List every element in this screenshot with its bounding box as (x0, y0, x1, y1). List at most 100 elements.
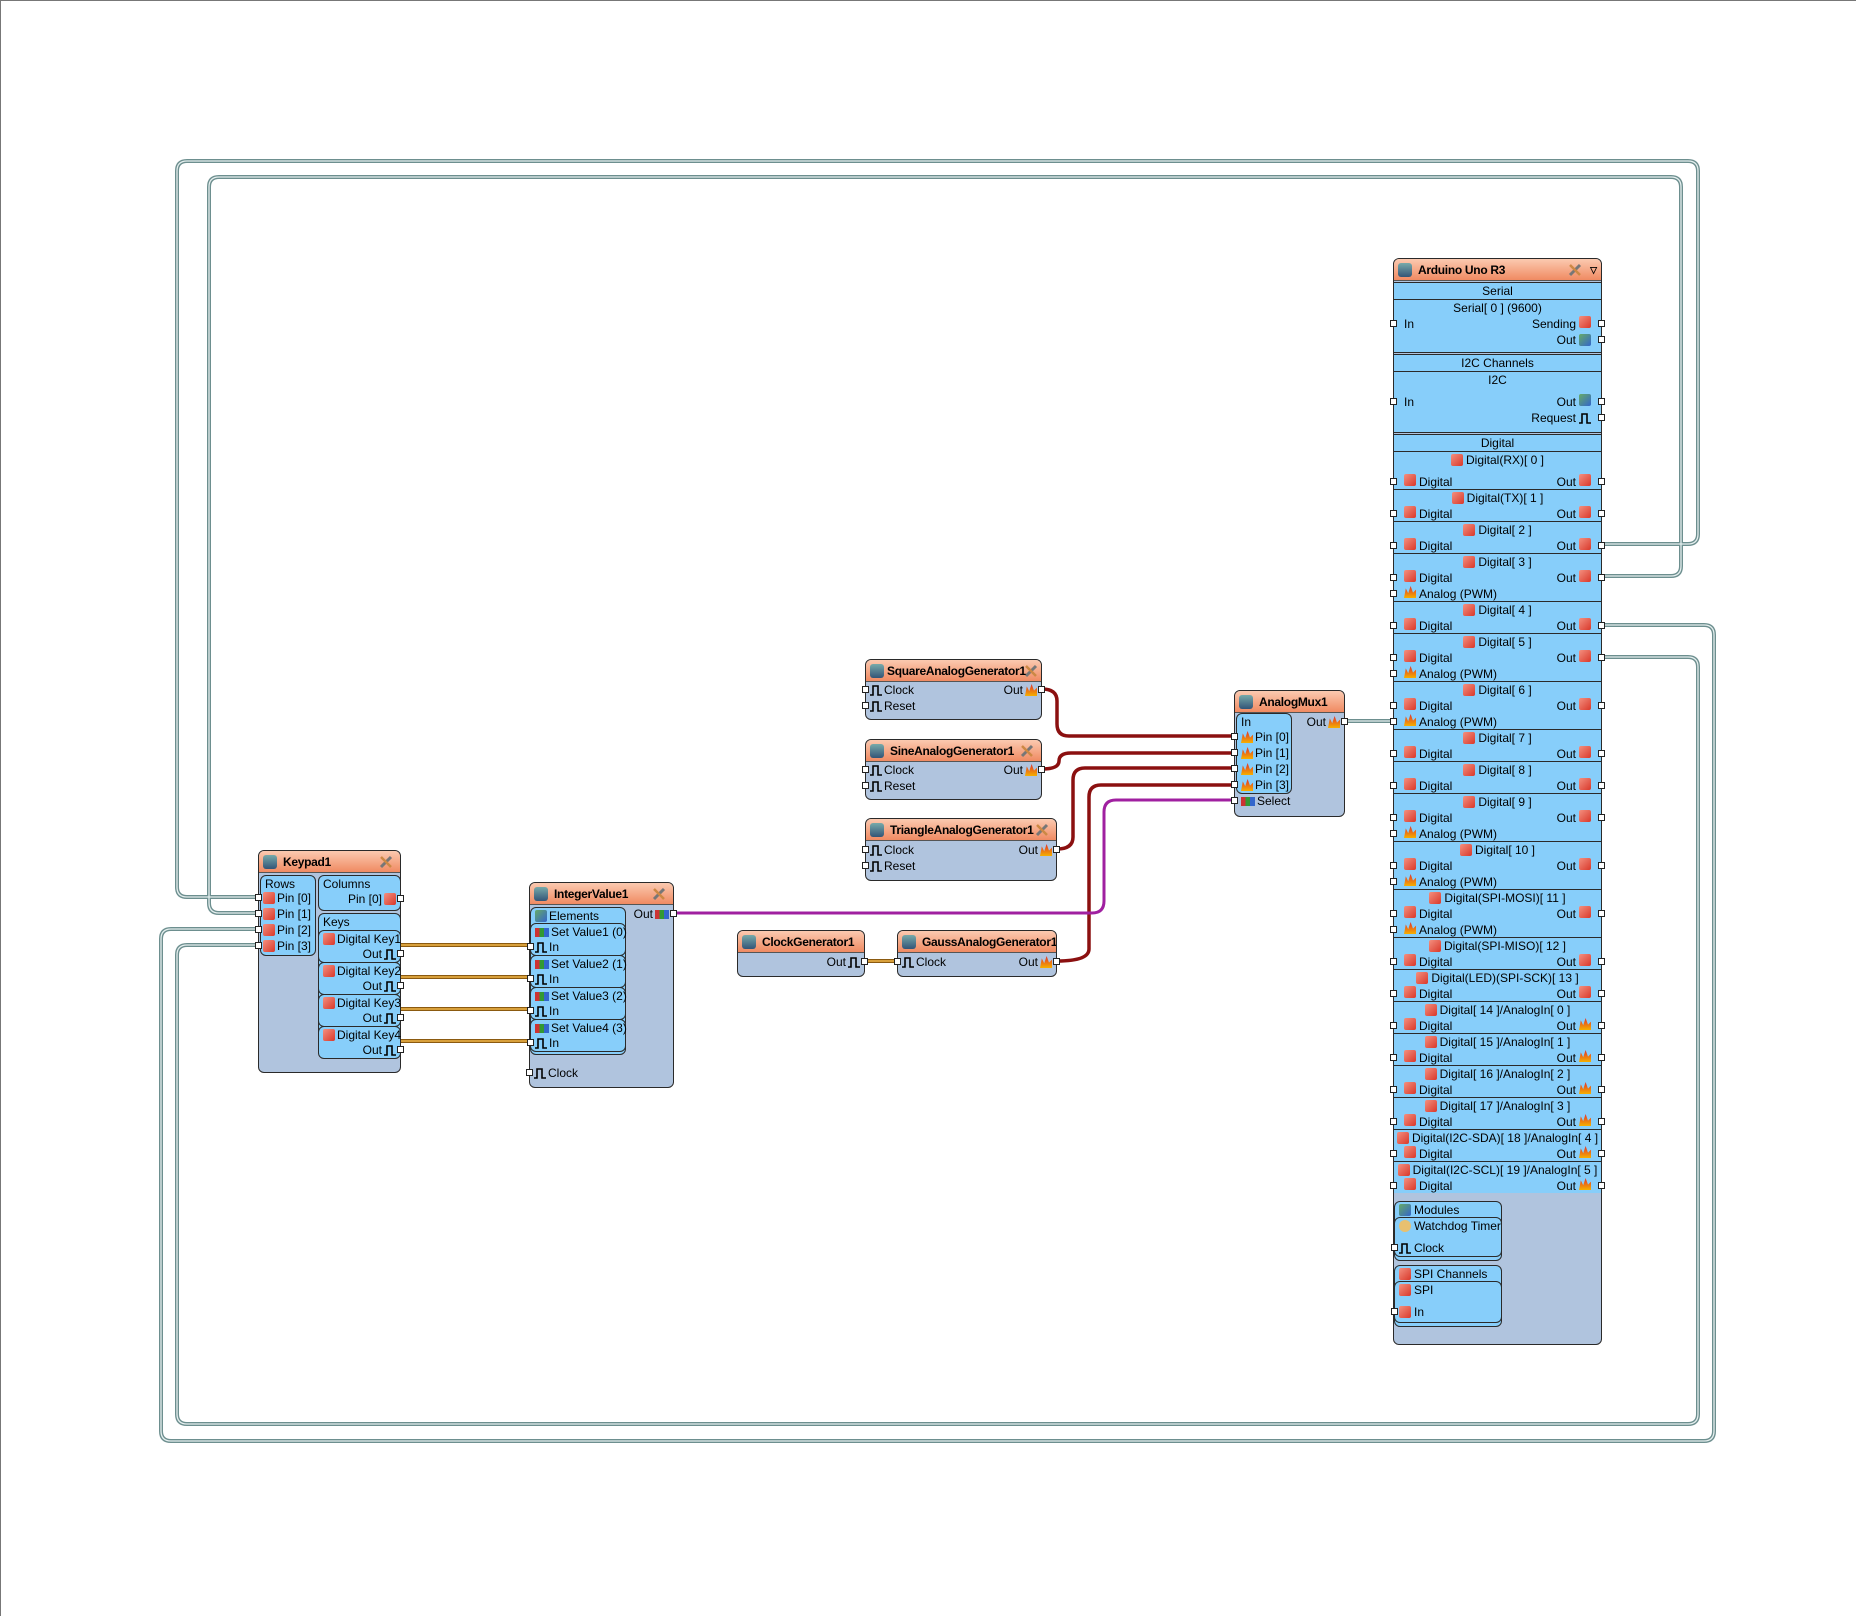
key-1-out[interactable]: Out (363, 946, 404, 962)
pin-connector[interactable] (1231, 781, 1238, 788)
analog-mux-header[interactable]: AnalogMux1 (1235, 691, 1344, 713)
pin-connector[interactable] (1598, 1182, 1605, 1189)
pin-connector[interactable] (1390, 926, 1397, 933)
analog-input-row[interactable]: Analog (PWM) (1390, 874, 1601, 890)
pin-connector[interactable] (862, 782, 869, 789)
pin-connector[interactable] (1598, 542, 1605, 549)
pin-connector[interactable] (527, 1007, 534, 1014)
triangle-clock-in[interactable]: Clock (862, 842, 914, 858)
pin-connector[interactable] (1231, 797, 1238, 804)
pin-connector[interactable] (1390, 718, 1397, 725)
pin-connector[interactable] (1598, 750, 1605, 757)
pin-connector[interactable] (1598, 654, 1605, 661)
square-reset-in[interactable]: Reset (862, 698, 915, 714)
pin-connector[interactable] (1053, 846, 1060, 853)
sine-out[interactable]: Out (1004, 762, 1045, 778)
pin-connector[interactable] (1390, 654, 1397, 661)
pin-connector[interactable] (1390, 782, 1397, 789)
pin-connector[interactable] (1598, 320, 1605, 327)
sine-reset-in[interactable]: Reset (862, 778, 915, 794)
analog-mux-block[interactable]: AnalogMux1 In Pin [0] Pin [1] Pin [2] Pi… (1231, 690, 1348, 817)
pin-connector[interactable] (1390, 1118, 1397, 1125)
pin-connector[interactable] (1390, 670, 1397, 677)
pin-connector[interactable] (1598, 702, 1605, 709)
pin-connector[interactable] (670, 910, 677, 917)
row-pin-3[interactable]: Pin [3] (255, 938, 311, 954)
dropdown-arrow-icon[interactable]: ▽ (1590, 265, 1597, 275)
key-3-out[interactable]: Out (363, 1010, 404, 1026)
pin-connector[interactable] (1231, 733, 1238, 740)
wrench-icon[interactable] (1567, 262, 1583, 278)
wrench-icon[interactable] (1019, 743, 1035, 759)
pin-connector[interactable] (1390, 750, 1397, 757)
pin-connector[interactable] (1390, 878, 1397, 885)
pin-connector[interactable] (1390, 862, 1397, 869)
mux-pin-1[interactable]: Pin [1] (1231, 745, 1289, 761)
column-pin-0[interactable]: Pin [0] (348, 891, 404, 907)
pin-connector[interactable] (1341, 718, 1348, 725)
clock-generator-block[interactable]: ClockGenerator1 Out (737, 930, 868, 977)
pin-connector[interactable] (1231, 765, 1238, 772)
gauss-generator-block[interactable]: GaussAnalogGenerator1 Clock Out (894, 930, 1060, 977)
arduino-header[interactable]: Arduino Uno R3▽ (1394, 259, 1601, 281)
pin-connector[interactable] (1598, 622, 1605, 629)
pin-connector[interactable] (1231, 749, 1238, 756)
serial-out-row[interactable]: Out (1394, 332, 1605, 348)
pin-connector[interactable] (255, 910, 262, 917)
set-value-4-in[interactable]: In (527, 1035, 559, 1051)
wrench-icon[interactable] (1034, 822, 1050, 838)
pin-connector[interactable] (1390, 814, 1397, 821)
row-pin-1[interactable]: Pin [1] (255, 906, 311, 922)
analog-input-row[interactable]: Analog (PWM) (1390, 826, 1601, 842)
integer-value-header[interactable]: IntegerValue1 (530, 883, 673, 905)
mux-pin-0[interactable]: Pin [0] (1231, 729, 1289, 745)
pin-connector[interactable] (1390, 1022, 1397, 1029)
pin-connector[interactable] (862, 846, 869, 853)
pin-connector[interactable] (1598, 1022, 1605, 1029)
mux-pin-2[interactable]: Pin [2] (1231, 761, 1289, 777)
pin-connector[interactable] (1598, 910, 1605, 917)
wire-square-to-mux-pin0[interactable] (1041, 687, 1234, 738)
pin-connector[interactable] (1390, 510, 1397, 517)
pin-connector[interactable] (1038, 766, 1045, 773)
wrench-icon[interactable] (651, 886, 667, 902)
pin-connector[interactable] (862, 766, 869, 773)
pin-connector[interactable] (527, 1039, 534, 1046)
pin-connector[interactable] (1053, 958, 1060, 965)
analog-input-row[interactable]: Analog (PWM) (1390, 666, 1601, 682)
pin-connector[interactable] (1391, 1308, 1398, 1315)
wire-gauss-to-mux-pin3[interactable] (1056, 783, 1234, 963)
triangle-reset-in[interactable]: Reset (862, 858, 915, 874)
pin-connector[interactable] (1390, 622, 1397, 629)
pin-connector[interactable] (255, 926, 262, 933)
pin-connector[interactable] (255, 942, 262, 949)
pin-connector[interactable] (1390, 574, 1397, 581)
pin-connector[interactable] (255, 894, 262, 901)
pin-connector[interactable] (1390, 1150, 1397, 1157)
clockgen-out[interactable]: Out (827, 954, 868, 970)
pin-connector[interactable] (1598, 1150, 1605, 1157)
sine-generator-header[interactable]: SineAnalogGenerator1 (866, 740, 1041, 762)
wire-sine-to-mux-pin1[interactable] (1041, 751, 1234, 771)
set-value-1-in[interactable]: In (527, 939, 559, 955)
pin-connector[interactable] (397, 950, 404, 957)
pin-connector[interactable] (526, 1069, 533, 1076)
pin-connector[interactable] (1390, 990, 1397, 997)
pin-connector[interactable] (1598, 814, 1605, 821)
pin-connector[interactable] (397, 895, 404, 902)
pin-connector[interactable] (1598, 1054, 1605, 1061)
gauss-out[interactable]: Out (1019, 954, 1060, 970)
analog-input-row[interactable]: Analog (PWM) (1390, 714, 1601, 730)
